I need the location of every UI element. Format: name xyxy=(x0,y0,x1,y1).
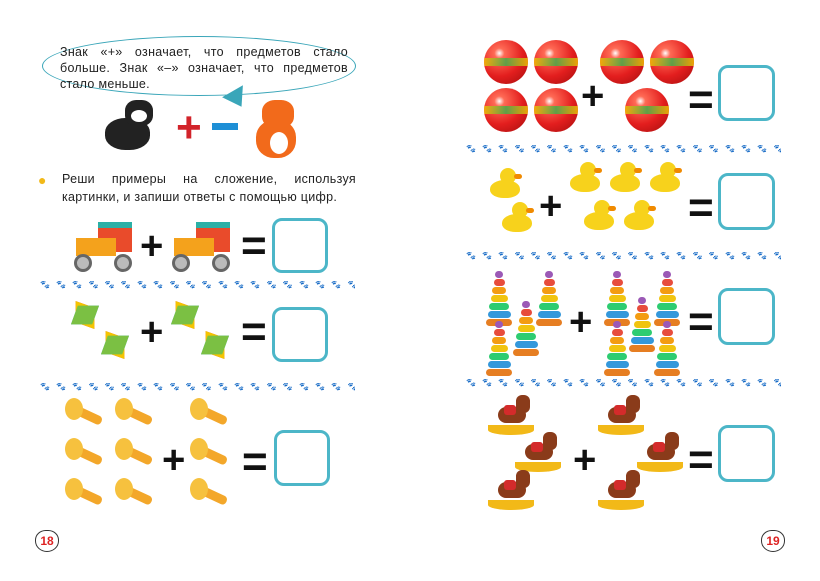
orange-cat-illustration xyxy=(248,92,308,162)
duck-picture xyxy=(566,162,602,192)
plus-operator: + xyxy=(569,300,593,344)
pyramid-picture xyxy=(653,270,681,326)
ball-picture xyxy=(484,88,528,132)
plus-operator: + xyxy=(140,224,164,268)
trumpet-picture xyxy=(190,438,234,466)
rocking-horse-picture xyxy=(598,470,646,510)
plus-operator: + xyxy=(140,310,164,354)
trumpet-picture xyxy=(115,438,159,466)
answer-box[interactable] xyxy=(718,425,775,482)
equals-operator: = xyxy=(241,221,267,270)
equals-operator: = xyxy=(242,437,268,486)
answer-box[interactable] xyxy=(272,307,328,362)
black-cat-illustration xyxy=(95,100,165,158)
paw-icon: ● xyxy=(38,172,47,188)
pyramid-picture xyxy=(653,320,681,376)
trumpet-picture xyxy=(65,438,109,466)
duck-picture xyxy=(620,200,656,230)
trumpet-picture xyxy=(115,398,159,426)
ball-picture xyxy=(625,88,669,132)
trumpet-picture xyxy=(65,478,109,506)
equals-operator: = xyxy=(688,75,714,124)
trumpet-picture xyxy=(190,478,234,506)
pyramid-picture xyxy=(485,270,513,326)
instruction-text: Реши примеры на сложение, используя карт… xyxy=(62,172,356,204)
plus-sign: + xyxy=(176,103,202,152)
plus-operator: + xyxy=(539,184,563,228)
equals-operator: = xyxy=(688,183,714,232)
rocking-horse-picture xyxy=(488,395,536,435)
answer-box[interactable] xyxy=(274,430,330,486)
ball-picture xyxy=(484,40,528,84)
answer-box[interactable] xyxy=(718,173,775,230)
minus-sign xyxy=(212,123,238,130)
equals-operator: = xyxy=(688,435,714,484)
duck-picture xyxy=(486,168,522,198)
paw-divider: 🐾 🐾 🐾 🐾 🐾 🐾 🐾 🐾 🐾 🐾 🐾 🐾 🐾 🐾 🐾 🐾 🐾 🐾 🐾 🐾 xyxy=(466,145,781,153)
trumpet-picture xyxy=(190,398,234,426)
page-number-left: 18 xyxy=(35,530,59,552)
paw-divider: 🐾 🐾 🐾 🐾 🐾 🐾 🐾 🐾 🐾 🐾 🐾 🐾 🐾 🐾 🐾 🐾 🐾 🐾 🐾 🐾 xyxy=(40,383,355,391)
ball-picture xyxy=(650,40,694,84)
ball-picture xyxy=(534,88,578,132)
duck-picture xyxy=(498,202,534,232)
rocking-horse-picture xyxy=(488,470,536,510)
ball-picture xyxy=(534,40,578,84)
answer-box[interactable] xyxy=(272,218,328,273)
duck-picture xyxy=(606,162,642,192)
train-picture xyxy=(168,218,238,273)
equals-operator: = xyxy=(688,297,714,346)
duck-picture xyxy=(580,200,616,230)
pyramid-picture xyxy=(512,300,540,356)
duck-picture xyxy=(646,162,682,192)
rocking-horse-picture xyxy=(598,395,646,435)
plus-operator: + xyxy=(573,438,597,482)
rocking-horse-picture xyxy=(637,432,685,472)
pyramid-picture xyxy=(628,296,656,352)
equals-operator: = xyxy=(241,307,267,356)
answer-box[interactable] xyxy=(718,288,775,345)
paw-divider: 🐾 🐾 🐾 🐾 🐾 🐾 🐾 🐾 🐾 🐾 🐾 🐾 🐾 🐾 🐾 🐾 🐾 🐾 🐾 🐾 xyxy=(466,379,781,387)
pinwheel-picture xyxy=(95,325,135,365)
page-number-right: 19 xyxy=(761,530,785,552)
pyramid-picture xyxy=(485,320,513,376)
speech-bubble-text: Знак «+» означает, что предметов стало б… xyxy=(60,45,348,91)
plus-operator: + xyxy=(581,74,605,118)
pyramid-picture xyxy=(603,320,631,376)
rocking-horse-picture xyxy=(515,432,563,472)
train-picture xyxy=(70,218,140,273)
paw-divider: 🐾 🐾 🐾 🐾 🐾 🐾 🐾 🐾 🐾 🐾 🐾 🐾 🐾 🐾 🐾 🐾 🐾 🐾 🐾 🐾 xyxy=(40,281,355,289)
ball-picture xyxy=(600,40,644,84)
paw-divider: 🐾 🐾 🐾 🐾 🐾 🐾 🐾 🐾 🐾 🐾 🐾 🐾 🐾 🐾 🐾 🐾 🐾 🐾 🐾 🐾 xyxy=(466,252,781,260)
trumpet-picture xyxy=(115,478,159,506)
speech-bubble xyxy=(42,36,356,96)
answer-box[interactable] xyxy=(718,65,775,121)
pyramid-picture xyxy=(603,270,631,326)
pinwheel-picture xyxy=(195,325,235,365)
plus-operator: + xyxy=(162,438,186,482)
pyramid-picture xyxy=(535,270,563,326)
trumpet-picture xyxy=(65,398,109,426)
